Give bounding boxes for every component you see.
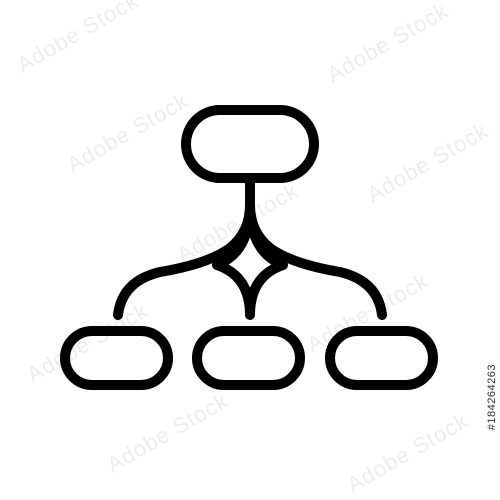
connector-lines xyxy=(113,177,387,320)
bottom-right-node-shape xyxy=(325,326,438,390)
bottom-left-node-shape xyxy=(60,326,173,390)
stock-id-label: #184264263 xyxy=(486,363,498,430)
bottom-center-node-shape xyxy=(192,326,305,390)
top-node-shape xyxy=(181,105,319,183)
